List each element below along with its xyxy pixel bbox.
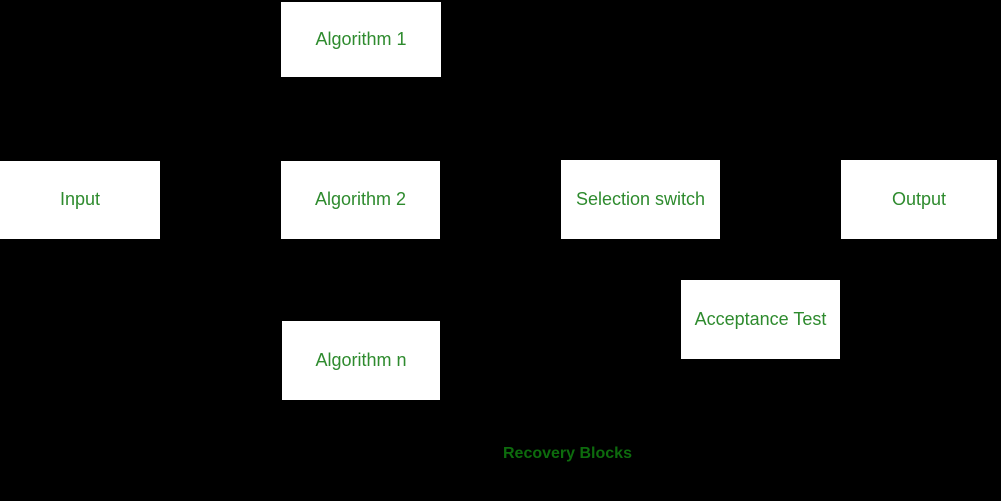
node-algorithm-1: Algorithm 1 [281,2,441,77]
node-algorithm-2: Algorithm 2 [281,161,440,239]
node-input: Input [0,161,160,239]
node-algorithm-n: Algorithm n [282,321,440,400]
node-selection-switch: Selection switch [561,160,720,239]
node-output: Output [841,160,997,239]
node-acceptance-test: Acceptance Test [681,280,840,359]
diagram-caption: Recovery Blocks [503,445,632,462]
